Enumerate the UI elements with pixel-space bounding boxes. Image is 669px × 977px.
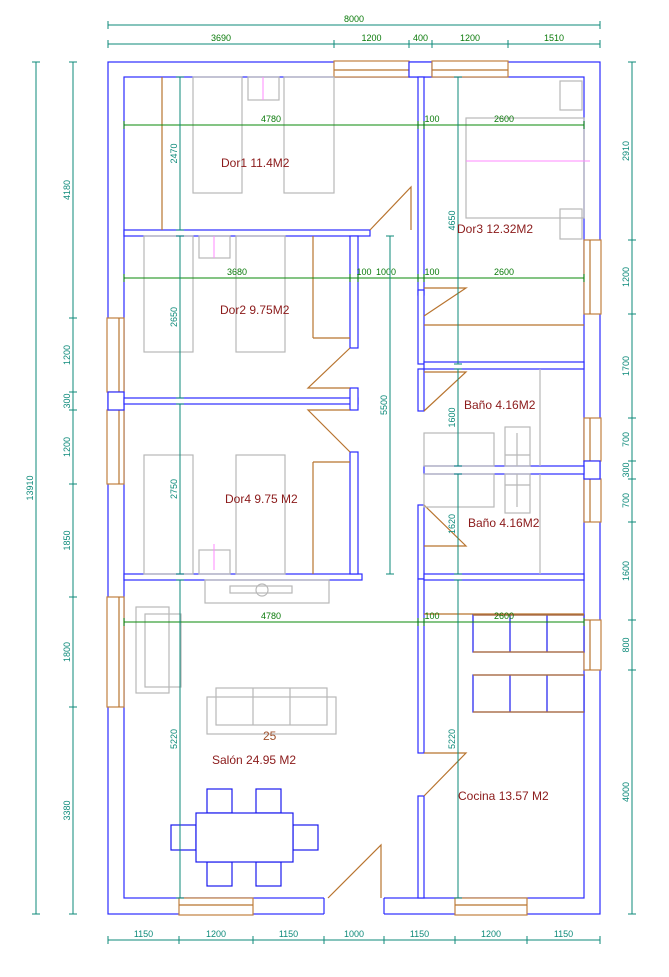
doors <box>161 77 584 899</box>
dimension-label: 5220 <box>447 729 457 749</box>
dimension-label: 3680 <box>227 267 247 277</box>
room-label-dor4: Dor4 9.75 M2 <box>225 492 298 506</box>
room-label-bano2: Baño 4.16M2 <box>468 516 540 530</box>
dimension-label: 1150 <box>279 929 298 939</box>
dimension-label: 1200 <box>361 33 381 43</box>
dimension-label: 4000 <box>621 782 631 802</box>
dimension-label: 1150 <box>410 929 429 939</box>
dimension-label: 1000 <box>376 267 396 277</box>
dimension-label: 2650 <box>169 307 179 327</box>
dimension-label: 700 <box>621 432 631 447</box>
dimension-label: 1850 <box>62 530 72 550</box>
furniture <box>135 76 590 887</box>
dimension-label: 100 <box>424 114 439 124</box>
room-label-salon: Salón 24.95 M2 <box>212 753 296 767</box>
dimension-label: 5220 <box>169 729 179 749</box>
room-label-bano1: Baño 4.16M2 <box>464 398 536 412</box>
room-label-dor3: Dor3 12.32M2 <box>457 222 533 236</box>
dimension-label: 1600 <box>447 407 457 427</box>
dimension-label: 100 <box>424 267 439 277</box>
room-labels: Dor1 11.4M2 Dor3 12.32M2 Dor2 9.75M2 Bañ… <box>212 156 549 803</box>
dimension-label: 1200 <box>206 929 226 939</box>
dimension-label: 3380 <box>62 800 72 820</box>
dimension-label: 1700 <box>621 356 631 376</box>
dimension-label: 1200 <box>460 33 480 43</box>
dimension-label: 8000 <box>344 14 364 24</box>
dimension-label: 400 <box>413 33 428 43</box>
dimension-label: 1800 <box>62 642 72 662</box>
room-label-dor2: Dor2 9.75M2 <box>220 303 290 317</box>
dimension-label: 100 <box>356 267 371 277</box>
dimension-label: 4650 <box>447 210 457 230</box>
dimension-label: 4180 <box>62 180 72 200</box>
sofa-label: 25 <box>263 729 277 743</box>
dimension-label: 3690 <box>211 33 231 43</box>
walls <box>106 60 602 916</box>
dimension-label: 1620 <box>447 514 457 534</box>
dimension-label: 300 <box>62 393 72 408</box>
dimension-label: 700 <box>621 493 631 508</box>
dimension-label: 1510 <box>544 33 564 43</box>
dimension-label: 1200 <box>481 929 501 939</box>
dimension-label: 5500 <box>379 395 389 415</box>
dimension-label: 1150 <box>134 929 153 939</box>
dimension-label: 100 <box>424 611 439 621</box>
room-label-dor1: Dor1 11.4M2 <box>221 156 290 170</box>
room-label-cocina: Cocina 13.57 M2 <box>458 789 549 803</box>
dimension-label: 1200 <box>62 345 72 365</box>
dimension-label: 2910 <box>621 141 631 161</box>
dimension-label: 1200 <box>62 437 72 457</box>
dimension-label: 2600 <box>494 611 514 621</box>
dimension-label: 1000 <box>344 929 364 939</box>
dimension-label: 1200 <box>621 267 631 287</box>
dimension-label: 13910 <box>25 475 35 500</box>
dimension-label: 4780 <box>261 114 281 124</box>
dimension-label: 4780 <box>261 611 281 621</box>
dimension-label: 2470 <box>169 143 179 163</box>
dimension-label: 300 <box>621 462 631 477</box>
dimension-label: 2750 <box>169 479 179 499</box>
dimension-label: 2600 <box>494 267 514 277</box>
dimension-label: 1150 <box>554 929 573 939</box>
dimension-label: 1600 <box>621 561 631 581</box>
dimension-lines: 8000 3690 1200 400 1200 1510 1150 1200 1150 1000 1… <box>25 14 636 944</box>
dimension-label: 2600 <box>494 114 514 124</box>
dimension-label: 800 <box>621 637 631 652</box>
